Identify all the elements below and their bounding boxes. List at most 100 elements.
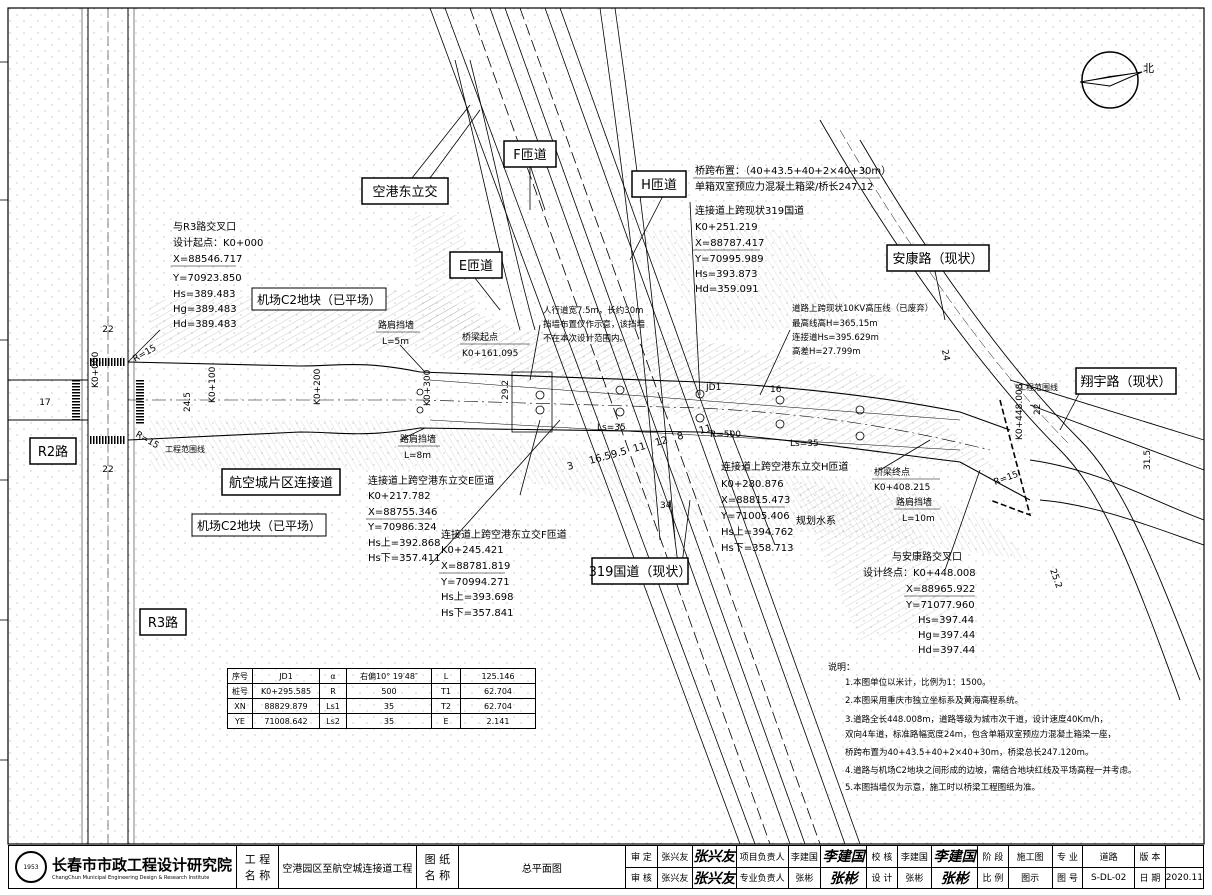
curve-table-cell: XN <box>227 698 253 714</box>
drawing-name: 总平面图 <box>457 845 626 889</box>
review-name: 张兴友 <box>657 866 693 889</box>
general-notes: 说明： 1.本图单位以米计，比例为1：1500。 2.本图采用重庆市独立坐标系及… <box>828 661 1136 793</box>
version-value <box>1164 845 1205 868</box>
design-label: 设 计 <box>866 866 898 889</box>
cross-f-line-3: X=88781.819 <box>441 561 510 572</box>
start-point-line-7: Hd=389.483 <box>173 319 237 330</box>
start-point-note: 与R3路交叉口 设计起点：K0+000 X=88546.717 Y=70923.… <box>171 220 263 330</box>
curve-table-cell: T2 <box>431 698 461 714</box>
cross-e-line-2: K0+217.782 <box>368 491 431 502</box>
bridge-end-line-3: 路肩挡墙 <box>896 496 932 508</box>
major-label: 专 业 <box>1051 845 1084 868</box>
lane-width-label: 3 <box>566 461 575 473</box>
crosswalks-r3 <box>72 358 144 444</box>
curve-table-cell: E <box>431 713 461 729</box>
hv-line-note: 道路上跨现状10KV高压线（已废弃） 最高线高H=365.15m 连接道Hs=3… <box>792 303 933 357</box>
station-k0448: K0+448.008 <box>1015 383 1025 440</box>
start-point-line-4: Y=70923.850 <box>172 273 242 284</box>
cross-h-line-6: Hs下=358.713 <box>721 543 793 554</box>
label-e-ramp: E匝道 <box>459 259 493 274</box>
wall-left-bot-line-2: L=8m <box>404 451 431 461</box>
wall-left-bottom-note: 路肩挡墙 L=8m <box>398 433 440 461</box>
label-r2-road: R2路 <box>38 444 68 460</box>
major-value: 道路 <box>1082 845 1136 868</box>
cross-319-line-6: Hd=359.091 <box>695 284 759 295</box>
dim-16: 16 <box>770 385 782 395</box>
approve-signature: 张兴友 <box>691 845 737 868</box>
approve-label: 审 定 <box>624 845 659 868</box>
ankang-road <box>819 119 1201 701</box>
label-connecting-road: 航空城片区连接道 <box>229 475 333 491</box>
curve-table-cell: 500 <box>346 683 432 699</box>
note-item-3: 3.道路全长448.008m，道路等级为城市次干道，设计速度40Km/h， <box>845 714 1108 725</box>
stage-label: 阶 段 <box>977 845 1009 868</box>
ped-note-line-1: 人行道宽7.5m，长约30m <box>543 305 643 316</box>
bridge-end-line-2: K0+408.215 <box>874 483 930 493</box>
cross-319-line-2: K0+251.219 <box>695 222 758 233</box>
bridge-end-note: 桥梁终点 K0+408.215 路肩挡墙 L=10m <box>872 466 940 524</box>
cross-e-note: 连接道上跨空港东立交E匝道 K0+217.782 X=88755.346 Y=7… <box>366 474 494 564</box>
cross-e-line-4: Y=70986.324 <box>367 522 437 533</box>
hv-note-line-3: 连接道Hs=395.629m <box>792 332 879 343</box>
label-project-line-right: 工程范围线 <box>1018 382 1058 392</box>
notes-title: 说明： <box>828 661 855 673</box>
cross-e-line-1: 连接道上跨空港东立交E匝道 <box>368 474 494 487</box>
note-item-1: 1.本图单位以米计，比例为1：1500。 <box>845 677 991 688</box>
curve-table-cell: T1 <box>431 683 461 699</box>
end-point-note: 与安康路交叉口 设计终点：K0+448.008 X=88965.922 Y=71… <box>863 550 976 656</box>
version-label: 版 本 <box>1134 845 1166 868</box>
lane-width-label: 11 <box>632 441 647 455</box>
end-point-line-5: Hs=397.44 <box>918 615 974 626</box>
dim-24-5: 24.5 <box>183 392 193 412</box>
title-block: 1953 长春市市政工程设计研究院 ChangChun Municipal En… <box>8 845 1205 889</box>
org-logo-icon: 1953 <box>15 851 47 883</box>
label-xiangyu-road: 翔宇路（现状） <box>1080 374 1171 390</box>
curve-table-cell: 35 <box>346 698 432 714</box>
cross-319-line-1: 连接道上跨现状319国道 <box>695 204 804 217</box>
lane-width-label: 11 <box>698 423 713 437</box>
check-label: 校 核 <box>866 845 898 868</box>
cross-h-line-1: 连接道上跨空港东立交H匝道 <box>721 460 849 473</box>
end-point-line-2: 设计终点：K0+448.008 <box>863 566 976 579</box>
station-k0100: K0+100 <box>208 366 218 403</box>
bridge-start-line-2: K0+161.095 <box>462 349 518 359</box>
curve-table-cell: 88829.879 <box>252 698 320 714</box>
curve-table-cell: L <box>431 668 461 684</box>
date-label: 日 期 <box>1134 866 1166 889</box>
label-jd1: JD1 <box>705 383 721 393</box>
cross-h-line-3: X=88815.473 <box>721 495 790 506</box>
curve-table-cell: α <box>319 668 347 684</box>
label-c2-plot-upper: 机场C2地块（已平场） <box>257 293 381 307</box>
curve-table-cell: K0+295.585 <box>252 683 320 699</box>
drawing-no-value: S-DL-02 <box>1082 866 1136 889</box>
org-name-en: ChangChun Municipal Engineering Design &… <box>52 874 210 881</box>
hv-note-line-2: 最高线高H=365.15m <box>792 318 878 329</box>
design-name: 张彬 <box>896 866 933 889</box>
ped-note-line-3: 不在本次设计范围内。 <box>543 333 628 344</box>
start-point-line-6: Hg=389.483 <box>173 304 237 315</box>
dim-22-right: 22 <box>1033 404 1043 415</box>
start-point-line-3: X=88546.717 <box>173 254 242 265</box>
dim-r500: R=500 <box>710 430 741 440</box>
review-signature: 张兴友 <box>691 866 737 889</box>
end-point-line-1: 与安康路交叉口 <box>892 550 962 563</box>
cross-h-line-4: Y=71005.406 <box>720 511 790 522</box>
label-airport-east-interchange: 空港东立交 <box>372 184 437 200</box>
lane-width-label: 9.5 <box>610 446 628 461</box>
connecting-road <box>127 361 1032 517</box>
cross-e-line-6: Hs下=357.411 <box>368 553 440 564</box>
station-k0300: K0+300 <box>423 369 433 406</box>
curve-table-cell: 62.704 <box>460 698 536 714</box>
curve-table-cell: 125.146 <box>460 668 536 684</box>
cross-319-line-3: X=88787.417 <box>695 238 764 249</box>
cross-319-line-5: Hs=393.873 <box>695 269 757 280</box>
curve-table-cell: Ls1 <box>319 698 347 714</box>
scale-value: 图示 <box>1007 866 1053 889</box>
end-point-line-4: Y=71077.960 <box>905 600 975 611</box>
spec-name: 张彬 <box>787 866 822 889</box>
cross-e-line-3: X=88755.346 <box>368 507 437 518</box>
spec-signature: 张彬 <box>820 866 868 889</box>
curve-table-cell: Ls2 <box>319 713 347 729</box>
